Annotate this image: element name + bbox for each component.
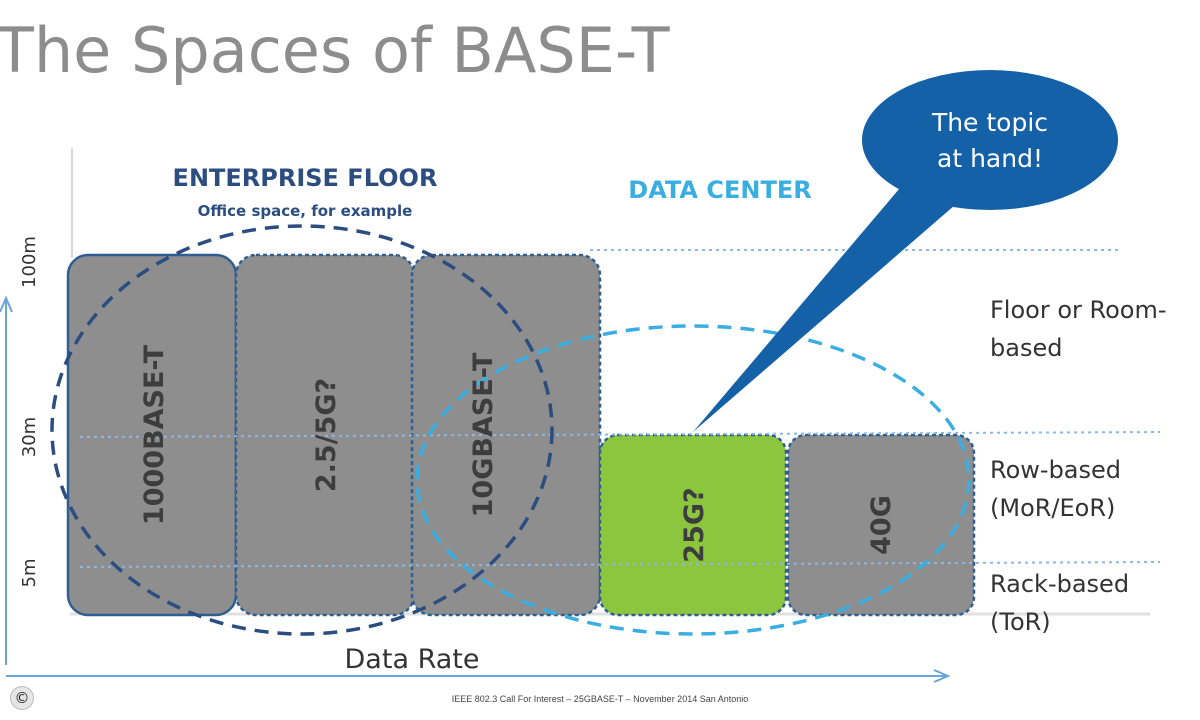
datacenter-ellipse [415,324,971,636]
enterprise-heading: ENTERPRISE FLOOR [173,164,438,192]
rack-label-line-1: Rack-based [990,570,1129,598]
floor-label-line-1: Floor or Room- [990,296,1167,324]
label-10gbase-t: 10GBASE-T [468,352,499,517]
y-axis-arrowhead [0,295,13,313]
enterprise-subheading: Office space, for example [198,202,413,220]
floor-label-line-2: based [990,334,1062,362]
x-axis-label: Data Rate [345,644,480,675]
callout-pointer [693,182,955,432]
y-tick-5m: 5m [19,559,40,588]
datacenter-heading: DATA CENTER [628,176,811,204]
callout-line-2: at hand! [937,144,1043,173]
x-axis-arrowhead [933,669,951,683]
row-label-line-1: Row-based [990,456,1121,484]
enterprise-ellipse [50,224,554,636]
slide-title: The Spaces of BASE-T [0,14,670,87]
copyright-icon: © [10,686,34,710]
slide-footer: IEEE 802.3 Call For Interest – 25GBASE-T… [451,694,749,704]
box-40g [786,433,976,617]
label-1000base-t: 1000BASE-T [139,344,170,525]
row-label-line-2: (MoR/EoR) [990,494,1115,522]
y-tick-30m: 30m [19,417,40,457]
box-25g [598,433,788,617]
label-25g: 25G? [679,487,710,562]
callout-line-1: The topic [931,108,1048,137]
reach-line-30m [79,431,1161,438]
label-2-5-5g: 2.5/5G? [311,378,342,492]
callout-bubble [862,70,1118,210]
reach-line-5m [79,561,1161,568]
rack-label-line-2: (ToR) [990,608,1051,636]
label-40g: 40G [866,495,897,555]
y-tick-100m: 100m [19,236,40,288]
